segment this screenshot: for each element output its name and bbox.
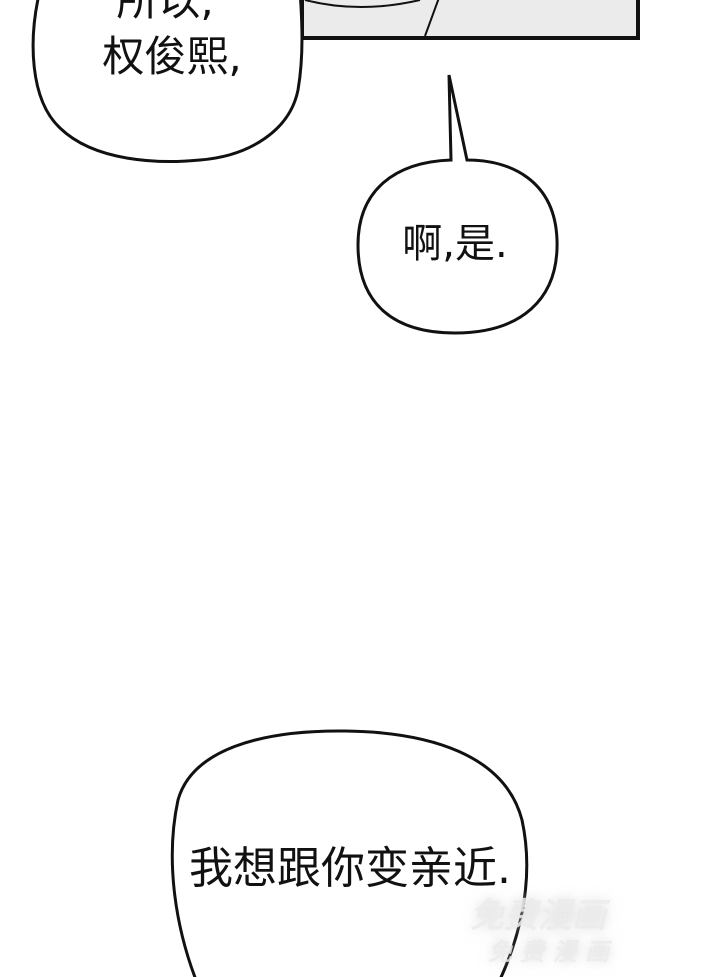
bubble-2-text: 啊,是.: [402, 221, 508, 267]
watermark-main: 免费漫画: [470, 896, 606, 936]
top-panel: [300, 0, 640, 40]
bubble-1-line-1: 所以,: [116, 0, 214, 25]
bubble-1-line-2: 权俊熙,: [102, 32, 242, 81]
bubble-3-text: 我想跟你变亲近.: [189, 843, 511, 894]
speech-bubble-1: [31, 0, 304, 163]
watermark-sub: 免 费 漫 画: [488, 938, 610, 966]
speech-bubble-3: [170, 729, 529, 977]
speech-bubble-2: [356, 74, 559, 335]
